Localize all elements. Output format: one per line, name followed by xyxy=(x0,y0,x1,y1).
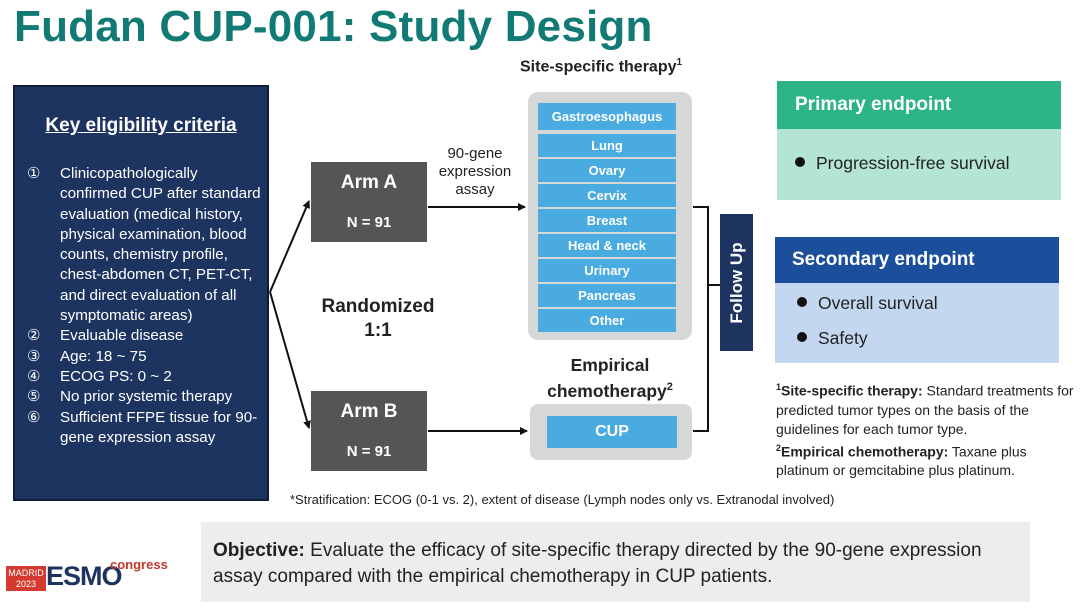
secondary-endpoint-heading: Secondary endpoint xyxy=(775,237,1059,283)
site-item: Cervix xyxy=(538,184,676,207)
site-item: Breast xyxy=(538,209,676,232)
slide-title: Fudan CUP-001: Study Design xyxy=(14,2,653,51)
empirical-title: Empirical chemotherapy2 xyxy=(547,355,673,401)
arrow-to-arm-b xyxy=(269,291,311,429)
arm-b-count: N = 91 xyxy=(346,443,392,460)
site-item: Urinary xyxy=(538,259,676,282)
secondary-endpoint-box: Secondary endpoint Overall survival Safe… xyxy=(775,237,1059,363)
empirical-box: CUP xyxy=(530,404,692,460)
site-specific-title: Site-specific therapy1 xyxy=(520,57,683,76)
arrow-to-arm-a xyxy=(269,200,310,293)
cup-item: CUP xyxy=(547,416,677,448)
assay-label: 90-gene expression assay xyxy=(438,145,512,198)
secondary-endpoint-item: Overall survival xyxy=(797,293,938,314)
arm-b-box: Arm B N = 91 xyxy=(311,391,427,471)
primary-endpoint-heading: Primary endpoint xyxy=(777,81,1061,129)
site-item: Lung xyxy=(538,134,676,157)
footnote-2: 2Empirical chemotherapy: Taxane plus pla… xyxy=(776,442,1027,479)
site-item: Head & neck xyxy=(538,234,676,257)
arm-b-name: Arm B xyxy=(340,401,398,422)
logo-congress-text: congress xyxy=(110,557,168,572)
bullet-icon xyxy=(795,157,805,168)
randomized-label: Randomized 1:1 xyxy=(321,296,435,341)
site-item: Pancreas xyxy=(538,284,676,307)
eligibility-heading: Key eligibility criteria xyxy=(45,115,237,136)
primary-endpoint-box: Primary endpoint Progression-free surviv… xyxy=(777,81,1061,200)
followup-bracket xyxy=(693,206,709,432)
bullet-icon xyxy=(797,332,807,343)
site-specific-box: Gastroesophagus Lung Ovary Cervix Breast… xyxy=(528,92,692,340)
site-item: Gastroesophagus xyxy=(538,103,676,130)
objective-box: Objective: Evaluate the efficacy of site… xyxy=(201,522,1030,602)
stratification-note: *Stratification: ECOG (0-1 vs. 2), exten… xyxy=(290,492,835,507)
logo-madrid-badge: MADRID 2023 xyxy=(6,566,46,591)
follow-up-box: Follow Up xyxy=(720,214,753,351)
bullet-icon xyxy=(797,297,807,308)
footnotes: 1Site-specific therapy: Standard treatme… xyxy=(776,378,1080,480)
primary-endpoint-item: Progression-free survival xyxy=(795,153,1010,174)
arm-a-box: Arm A N = 91 xyxy=(311,162,427,242)
objective-label: Objective: xyxy=(213,540,305,561)
footnote-1: 1Site-specific therapy: Standard treatme… xyxy=(776,382,1074,437)
site-item: Ovary xyxy=(538,159,676,182)
objective-text: Evaluate the efficacy of site-specific t… xyxy=(213,540,982,587)
follow-up-label: Follow Up xyxy=(726,241,746,324)
secondary-endpoint-item: Safety xyxy=(797,328,868,349)
arm-a-name: Arm A xyxy=(340,172,398,193)
site-item: Other xyxy=(538,309,676,332)
arm-a-count: N = 91 xyxy=(346,214,392,231)
logo-esmo-text: ESMO xyxy=(46,561,123,591)
esmo-logo: MADRID 2023 ESMO congress xyxy=(6,557,168,597)
